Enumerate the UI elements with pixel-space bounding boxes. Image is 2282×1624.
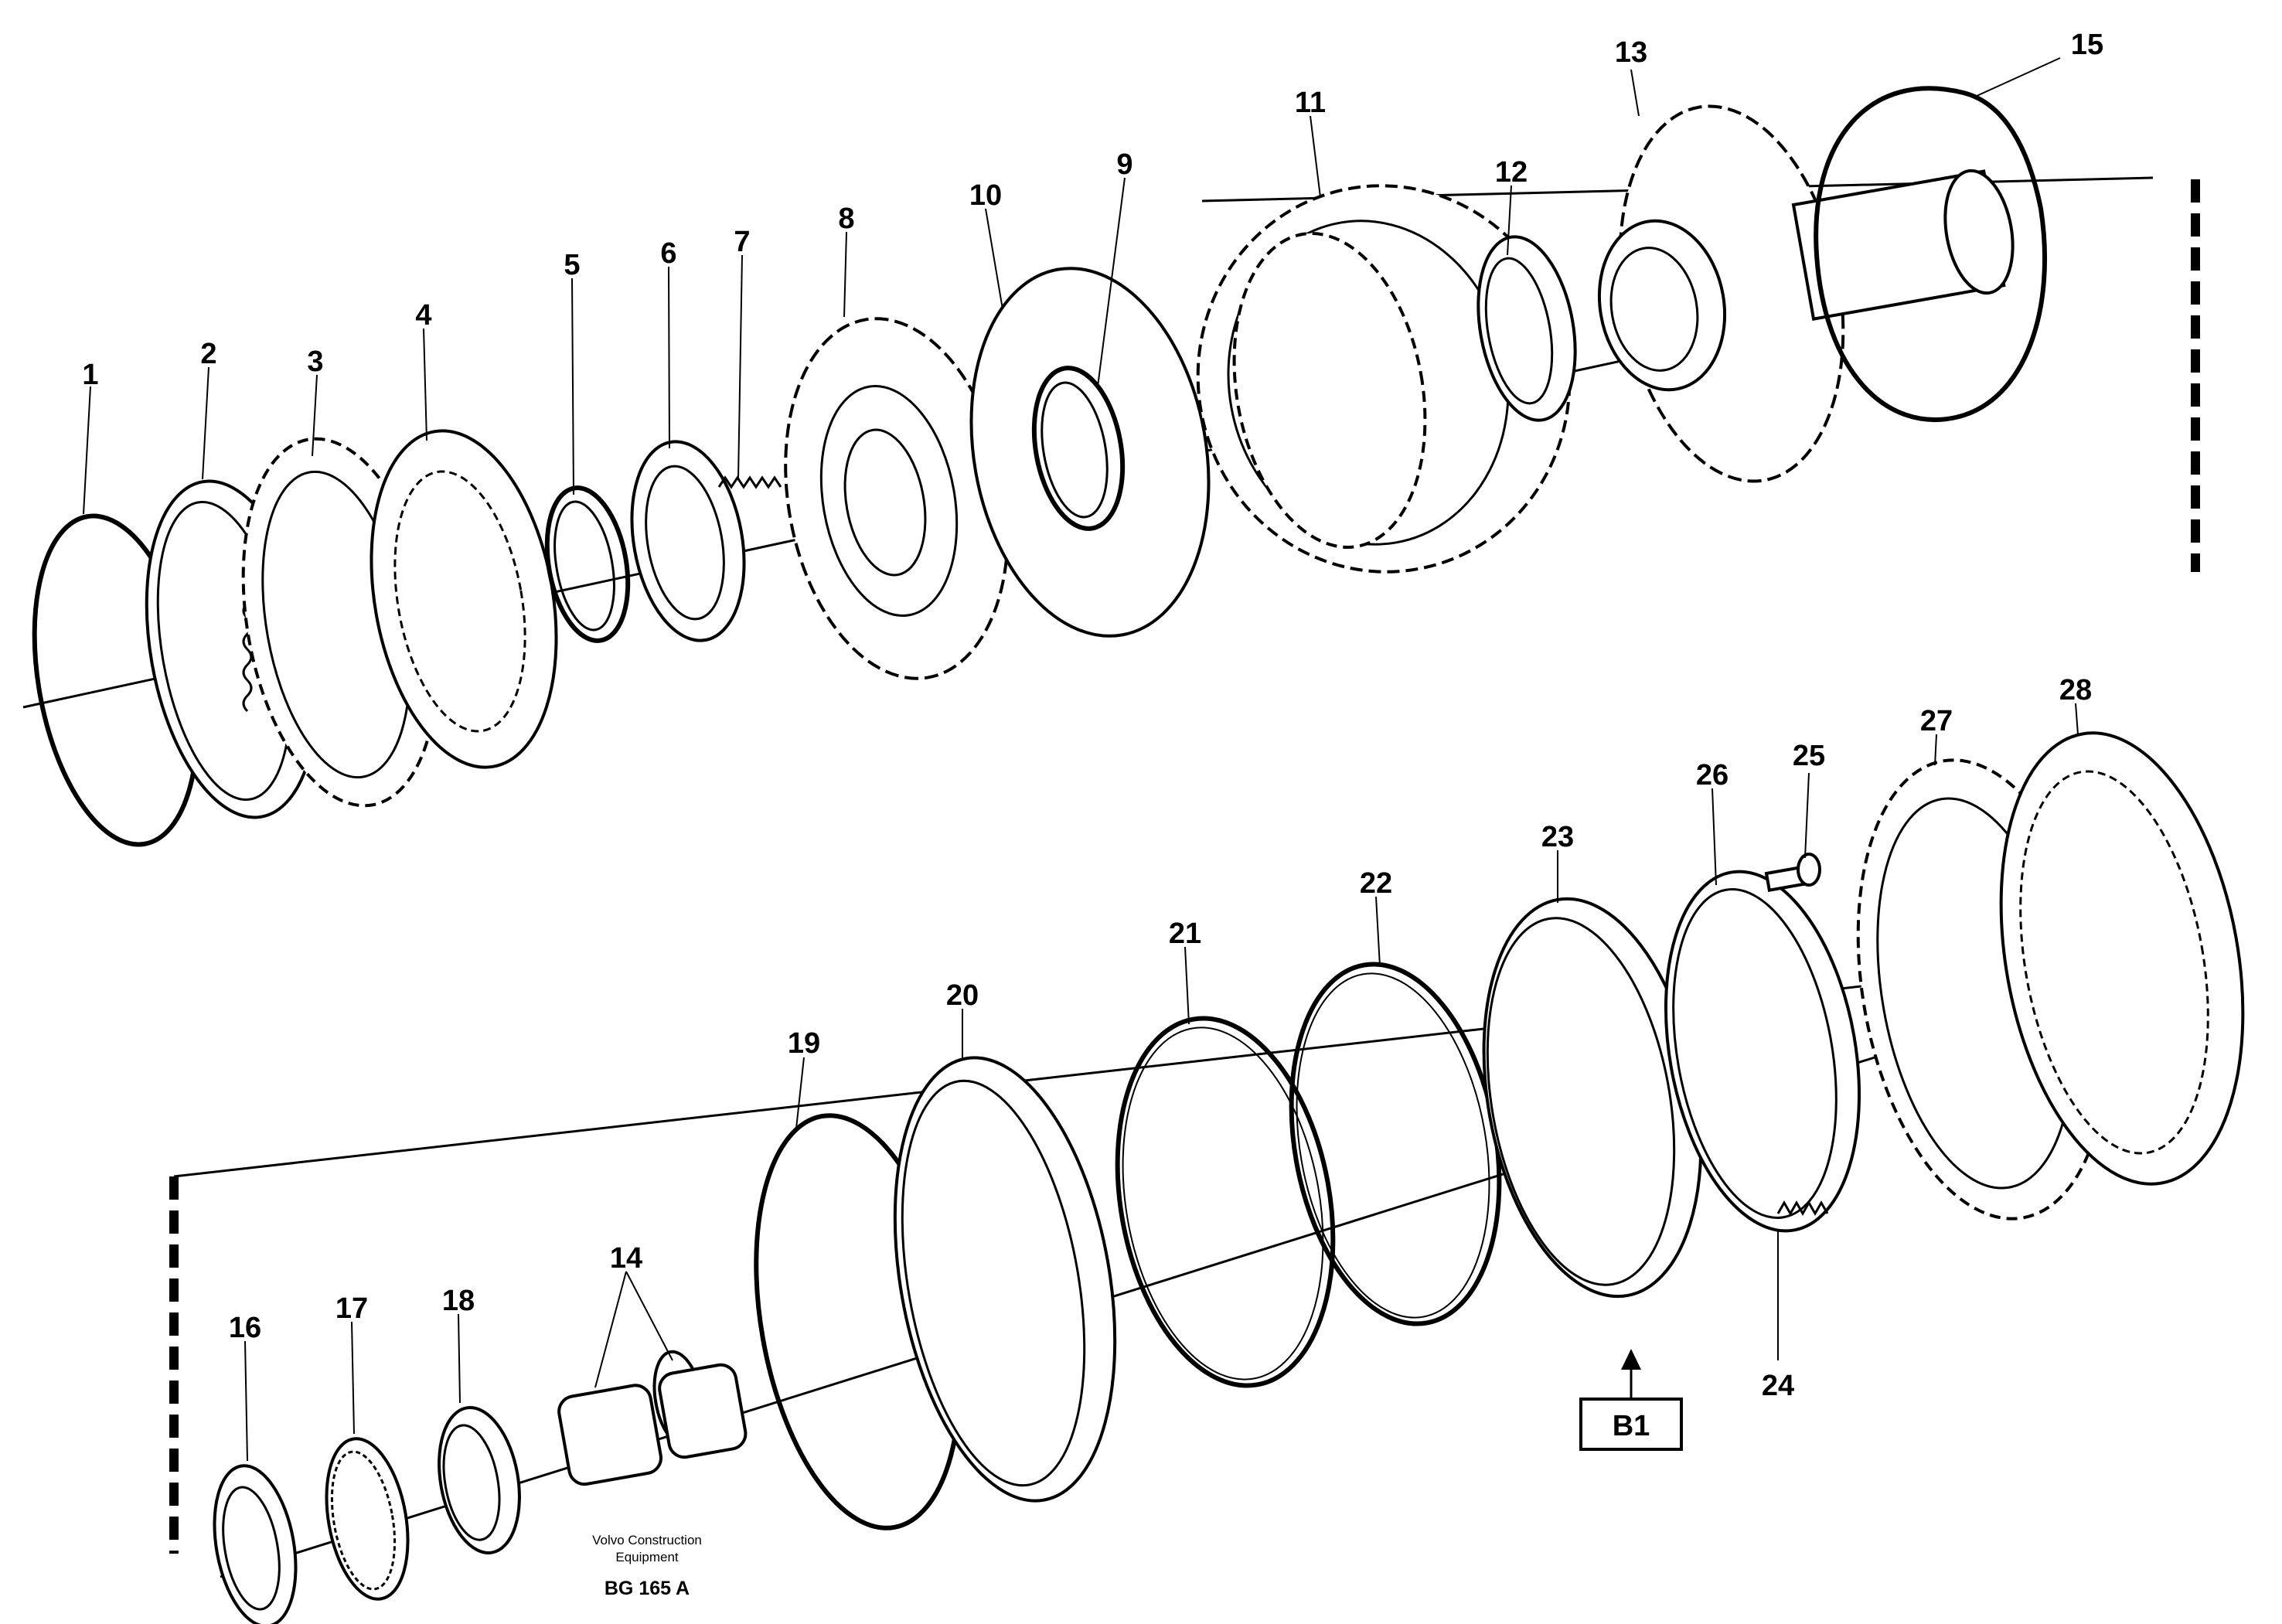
part-number-labels: 1 2 3 4 5 6 7 8 9 10 11 12 13 14 15 16 1… <box>82 29 2103 1402</box>
part-label-14: 14 <box>610 1242 642 1275</box>
part-6-spring-plate <box>630 440 746 642</box>
part-10-disc <box>969 267 1211 638</box>
part-15-snap-ring <box>1814 86 2048 423</box>
part-11-clutch-drum <box>1196 184 1572 574</box>
part-label-23: 23 <box>1541 821 1574 853</box>
part-8-piston-gear <box>784 317 1010 680</box>
part-7-spring <box>717 475 782 489</box>
part-25-bolt <box>1764 853 1821 892</box>
part-26-spring-retainer <box>1664 870 1861 1233</box>
part-label-9: 9 <box>1116 148 1132 181</box>
part-label-21: 21 <box>1169 918 1201 950</box>
view-marker-label: B1 <box>1613 1410 1650 1442</box>
part-14-bushings <box>557 1350 748 1486</box>
company-name-line1: Volvo Construction <box>592 1533 702 1547</box>
part-label-17: 17 <box>335 1292 368 1325</box>
part-label-18: 18 <box>442 1285 475 1317</box>
part-17-ring <box>325 1437 410 1601</box>
part-label-3: 3 <box>307 346 323 378</box>
part-label-13: 13 <box>1615 36 1647 69</box>
part-label-4: 4 <box>415 299 431 332</box>
part-label-7: 7 <box>734 226 750 258</box>
part-label-28: 28 <box>2059 674 2092 706</box>
drawing-code: BG 165 A <box>605 1578 690 1599</box>
part-label-16: 16 <box>229 1312 261 1344</box>
part-label-26: 26 <box>1696 759 1729 792</box>
drawing-footer: Volvo Construction Equipment BG 165 A <box>592 1533 702 1599</box>
part-label-25: 25 <box>1793 740 1825 772</box>
company-name-line2: Equipment <box>615 1550 679 1564</box>
part-label-2: 2 <box>200 338 216 370</box>
part-28-friction-plate <box>1999 731 2245 1186</box>
part-label-6: 6 <box>660 237 676 270</box>
part-12-bearing-ring <box>1476 235 1577 422</box>
part-20-piston <box>893 1056 1117 1503</box>
view-marker-b1: B1 <box>1579 1349 1683 1451</box>
part-label-1: 1 <box>82 359 98 391</box>
part-label-10: 10 <box>969 179 1002 212</box>
part-label-11: 11 <box>1295 87 1326 119</box>
leader-lines <box>83 57 2079 1462</box>
part-label-12: 12 <box>1495 156 1528 189</box>
part-21-seal-ring <box>1115 1016 1336 1388</box>
part-16-seal <box>213 1464 298 1624</box>
part-label-20: 20 <box>946 979 979 1012</box>
part-13-shaft-gear <box>1597 104 2015 483</box>
part-label-15: 15 <box>2071 29 2103 61</box>
part-18-bushing <box>438 1406 521 1554</box>
part-label-22: 22 <box>1360 867 1392 900</box>
part-24-spring <box>1776 1200 1829 1217</box>
part-label-27: 27 <box>1920 705 1953 737</box>
part-label-5: 5 <box>564 249 580 281</box>
part-label-19: 19 <box>788 1027 820 1060</box>
part-label-8: 8 <box>838 203 854 235</box>
part-label-24: 24 <box>1762 1370 1794 1402</box>
